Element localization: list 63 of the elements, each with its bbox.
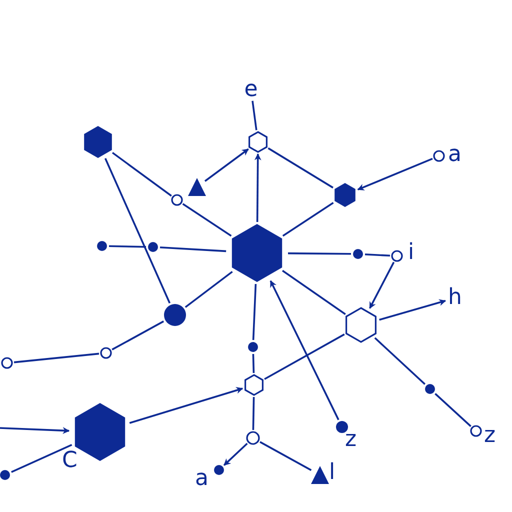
circle-node bbox=[246, 431, 260, 445]
circle-node bbox=[171, 194, 183, 206]
circle-node bbox=[163, 303, 187, 327]
connector-line bbox=[268, 147, 334, 188]
circle-node bbox=[147, 241, 159, 253]
circle-node bbox=[352, 248, 364, 260]
arrow bbox=[379, 299, 446, 321]
triangle-node bbox=[188, 178, 206, 196]
circle-node bbox=[433, 150, 445, 162]
connector-line bbox=[288, 252, 351, 255]
node-caption: l bbox=[329, 462, 336, 484]
node-caption: C bbox=[62, 450, 78, 472]
arrow bbox=[270, 280, 340, 420]
connector-line bbox=[252, 284, 257, 340]
node-caption: z bbox=[484, 425, 496, 447]
connector-line bbox=[264, 334, 345, 380]
connector-line bbox=[282, 270, 346, 315]
arrow bbox=[369, 262, 395, 309]
connector-line bbox=[374, 337, 426, 385]
arrow bbox=[0, 427, 70, 434]
node-label: h bbox=[443, 287, 467, 309]
arrow bbox=[129, 387, 244, 424]
hexagon-node bbox=[343, 307, 379, 343]
circle-node bbox=[391, 250, 403, 262]
circle-node bbox=[96, 240, 108, 252]
connector-line bbox=[282, 202, 334, 237]
connector-line bbox=[160, 246, 226, 252]
connector-line bbox=[364, 254, 390, 256]
circle-node bbox=[335, 420, 349, 434]
circle-node bbox=[470, 425, 482, 437]
hexagon-node bbox=[247, 131, 269, 153]
hexagon-node bbox=[332, 182, 358, 208]
node-caption: z bbox=[345, 429, 357, 451]
connector-line bbox=[11, 444, 72, 473]
circle-node bbox=[213, 464, 225, 476]
arrow bbox=[254, 153, 262, 222]
connector-line bbox=[252, 396, 255, 430]
arrow bbox=[223, 442, 248, 466]
arrow bbox=[204, 148, 249, 182]
hexagon-node bbox=[243, 374, 265, 396]
connector-line bbox=[104, 158, 171, 304]
connector-line bbox=[14, 352, 100, 364]
connector-line bbox=[112, 152, 172, 197]
connector-line bbox=[108, 245, 146, 248]
hexagon-node bbox=[81, 125, 115, 159]
node-caption: a bbox=[195, 468, 208, 490]
circle-node bbox=[100, 347, 112, 359]
circle-node bbox=[1, 357, 13, 369]
circle-node bbox=[424, 383, 436, 395]
circle-node bbox=[0, 469, 11, 481]
connector-line bbox=[184, 270, 233, 308]
node-label: e bbox=[239, 79, 263, 101]
connector-line bbox=[252, 354, 255, 374]
node-caption: a bbox=[448, 144, 462, 166]
connector-line bbox=[112, 320, 164, 350]
arrow bbox=[357, 158, 433, 190]
node-caption: i bbox=[408, 242, 414, 264]
triangle-node bbox=[311, 466, 329, 484]
connector-line bbox=[260, 441, 312, 471]
connector-line bbox=[434, 393, 472, 427]
circle-node bbox=[247, 341, 259, 353]
connector-line bbox=[182, 203, 232, 237]
connector-line bbox=[252, 100, 258, 130]
